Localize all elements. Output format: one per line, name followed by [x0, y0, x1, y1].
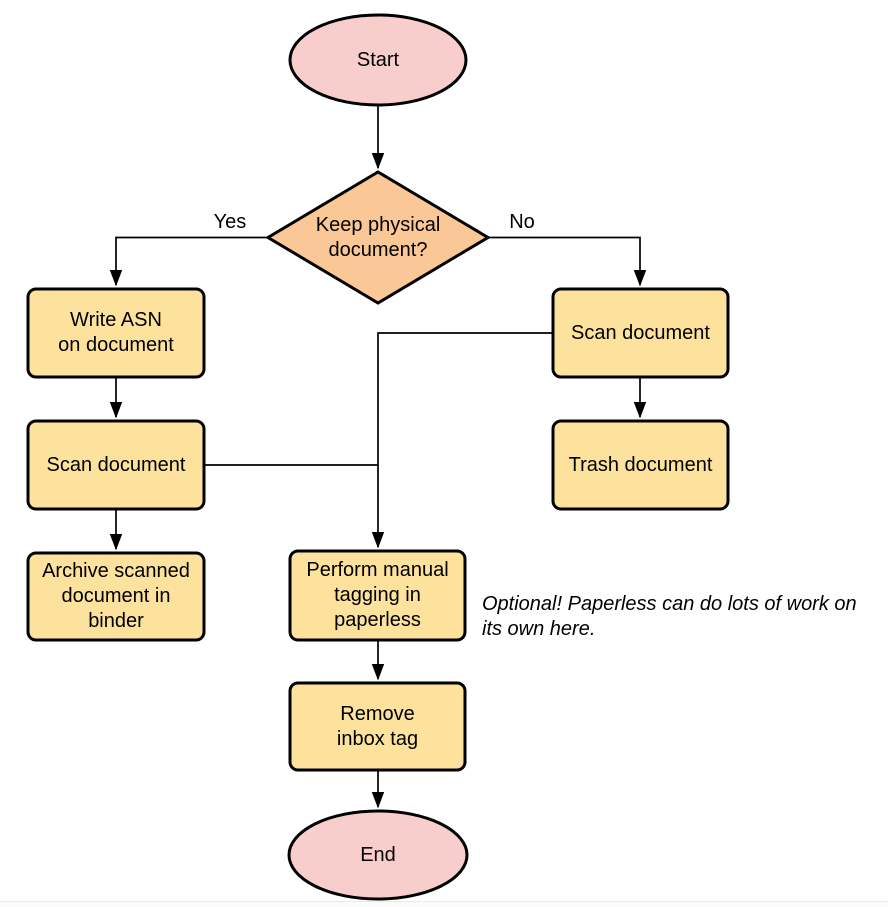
decision-node-label: Keep physical document?: [315, 213, 441, 261]
node-shapes: [26, 13, 730, 901]
scan-left-node-label: Scan document: [46, 453, 186, 476]
edges: [116, 105, 640, 807]
trash-node-shape: [551, 419, 730, 511]
archive-node-shape: [26, 551, 206, 642]
optional-annotation: Optional! Paperless can do lots of work …: [482, 593, 857, 640]
archive-node-label: Archive scanned document in binder: [42, 560, 190, 632]
bottom-divider: [0, 901, 888, 907]
write-asn-node-label: Write ASN on document: [58, 309, 174, 356]
end-node-shape: [287, 809, 469, 901]
tagging-node-label: Perform manual tagging in paperless: [306, 559, 449, 631]
start-node-label: Start: [356, 48, 400, 71]
remove-inbox-node-shape: [288, 681, 467, 772]
edge-label-yes: Yes: [200, 210, 260, 235]
start-node-shape: [288, 13, 468, 107]
trash-node-label: Trash document: [568, 453, 713, 476]
scan-left-node-shape: [26, 419, 206, 511]
remove-inbox-node-label: Remove inbox tag: [336, 702, 419, 750]
tagging-node-shape: [288, 549, 467, 642]
end-node-label: End: [360, 843, 396, 866]
scan-right-node-shape: [551, 287, 730, 379]
edge-scan-right-to-tagging: [378, 332, 553, 547]
edge-decision-yes-to-write-asn: [116, 236, 268, 286]
scan-right-node-label: Scan document: [571, 321, 710, 344]
decision-node-shape: [265, 170, 491, 305]
write-asn-node-shape: [26, 287, 206, 379]
edge-label-no: No: [492, 210, 552, 235]
edge-decision-no-to-scan-right: [488, 236, 640, 286]
